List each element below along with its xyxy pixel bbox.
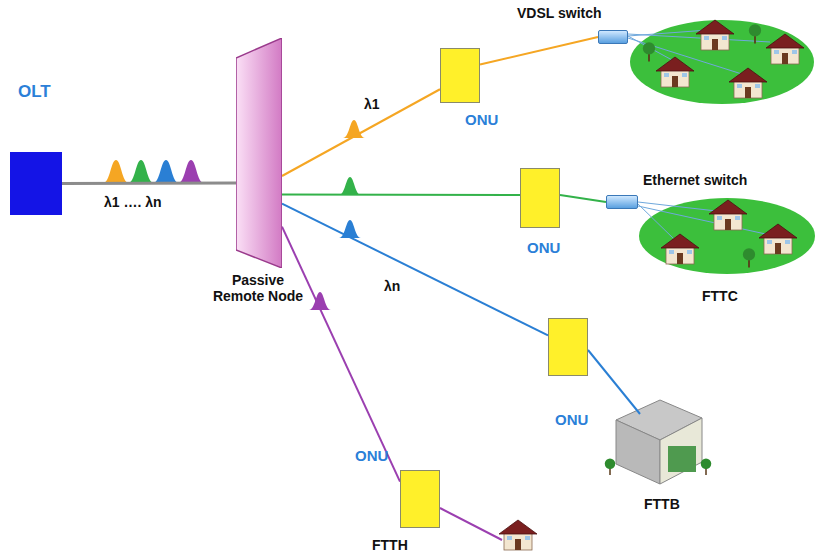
remote-node: Passive Remote Node (236, 38, 282, 268)
lawn (639, 198, 815, 274)
wavelength-pulses (103, 120, 365, 310)
onu-box: ONU (520, 168, 560, 228)
node-label: ONU (355, 447, 388, 464)
vdsl-switch: VDSL switch (598, 30, 628, 44)
ethernet-switch: Ethernet switch (606, 195, 638, 209)
node-label: ONU (555, 411, 588, 428)
node-label: Ethernet switch (643, 172, 747, 188)
fiber-link (282, 204, 548, 336)
fiber-link (282, 193, 520, 196)
node-label: Passive Remote Node (206, 272, 310, 304)
annotation-label: FTTB (644, 496, 680, 512)
onu-box: ONU (400, 470, 440, 528)
annotation-label: λ1 …. λn (104, 194, 162, 210)
annotation-label: FTTH (372, 537, 408, 553)
remote-node-shape (236, 38, 282, 268)
drop-lines (638, 202, 770, 240)
node-label: VDSL switch (517, 5, 602, 21)
node-label: ONU (527, 239, 560, 256)
node-label: ONU (465, 111, 498, 128)
fiber-link (62, 181, 236, 185)
olt-box: OLT (10, 152, 62, 215)
fiber-link (282, 89, 440, 176)
annotation-label: λ1 (364, 96, 380, 112)
office-building (605, 400, 712, 484)
annotation-label: λn (384, 278, 400, 294)
fiber-link (560, 195, 606, 202)
fiber (440, 508, 502, 540)
annotation-label: FTTC (702, 288, 738, 304)
fiber-link (282, 227, 400, 482)
onu-box: ONU (548, 318, 588, 376)
lawn (630, 20, 814, 104)
fiber-link (480, 37, 598, 65)
node-label: OLT (18, 82, 51, 102)
onu-box: ONU (440, 48, 480, 103)
fiber (588, 350, 640, 414)
